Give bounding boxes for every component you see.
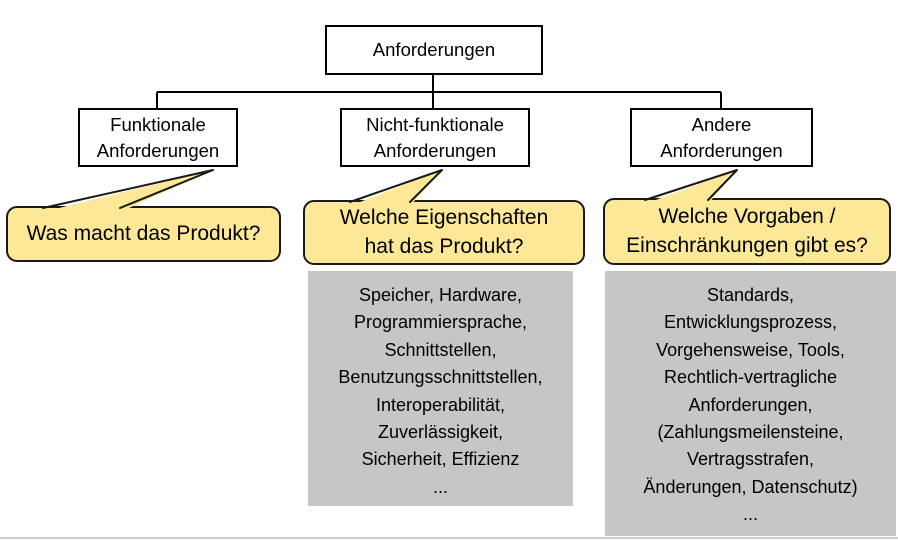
callout-nicht-funktionale-question: Welche Eigenschaften hat das Produkt? [303,200,585,265]
detail-box-nicht-funktionale: Speicher, Hardware, Programmiersprache, … [308,271,573,506]
callout-text-line: Welche Eigenschaften [339,206,549,229]
detail-line: Änderungen, Datenschutz) [643,476,858,497]
detail-line: Zuverlässigkeit, [377,422,504,443]
node-label-line: Anforderungen [373,139,497,161]
node-label-line: Anforderungen [96,139,220,161]
detail-line: Standards, [706,285,795,305]
callout-text-line: Welche Vorgaben / [658,205,836,228]
callout-tail-funktionale-outline [42,169,214,209]
node-funktionale-anforderungen: Funktionale Anforderungen [78,108,238,167]
detail-line: Entwicklungsprozess, [663,312,838,333]
detail-line: Benutzungsschnittstellen, [338,367,543,388]
tree-connector-lines [156,75,722,109]
detail-line: Vorgehensweise, Tools, [656,339,845,360]
detail-line: ... [742,504,758,525]
node-nicht-funktionale-anforderungen: Nicht-funktionale Anforderungen [340,108,530,167]
node-label-line: Andere [691,113,752,135]
node-label-line: Funktionale [110,113,206,135]
node-anforderungen-root: Anforderungen [325,25,543,75]
detail-line: Anforderungen, [688,394,813,415]
callout-funktionale-question: Was macht das Produkt? [6,206,281,262]
callout-andere-question: Welche Vorgaben / Einschränkungen gibt e… [603,198,891,265]
detail-line: Vertragsstrafen, [686,449,815,470]
detail-line: Speicher, Hardware, [358,285,523,305]
detail-line: Programmiersprache, [353,312,528,333]
node-label-line: Anforderungen [660,139,783,161]
bottom-divider-line [0,537,898,539]
detail-line: Rechtlich-vertragliche [663,367,838,388]
detail-line: Interoperabilität, [375,394,506,415]
detail-line: Schnittstellen, [384,339,497,360]
callout-text-line: Einschränkungen gibt es? [626,233,868,257]
node-andere-anforderungen: Andere Anforderungen [630,108,813,167]
callout-tail-andere-outline [644,169,738,201]
detail-line: Sicherheit, Effizienz [361,449,520,470]
callout-text-line: Was macht das Produkt? [26,221,261,245]
detail-box-andere: Standards, Entwicklungsprozess, Vorgehen… [605,271,896,536]
callout-tail-nicht-funktionale-outline [349,169,443,203]
detail-line: (Zahlungsmeilensteine, [657,422,844,443]
node-label-line: Nicht-funktionale [366,113,504,135]
callout-text-line: hat das Produkt? [364,234,524,258]
detail-line: ... [432,476,448,497]
node-label: Anforderungen [372,39,496,60]
